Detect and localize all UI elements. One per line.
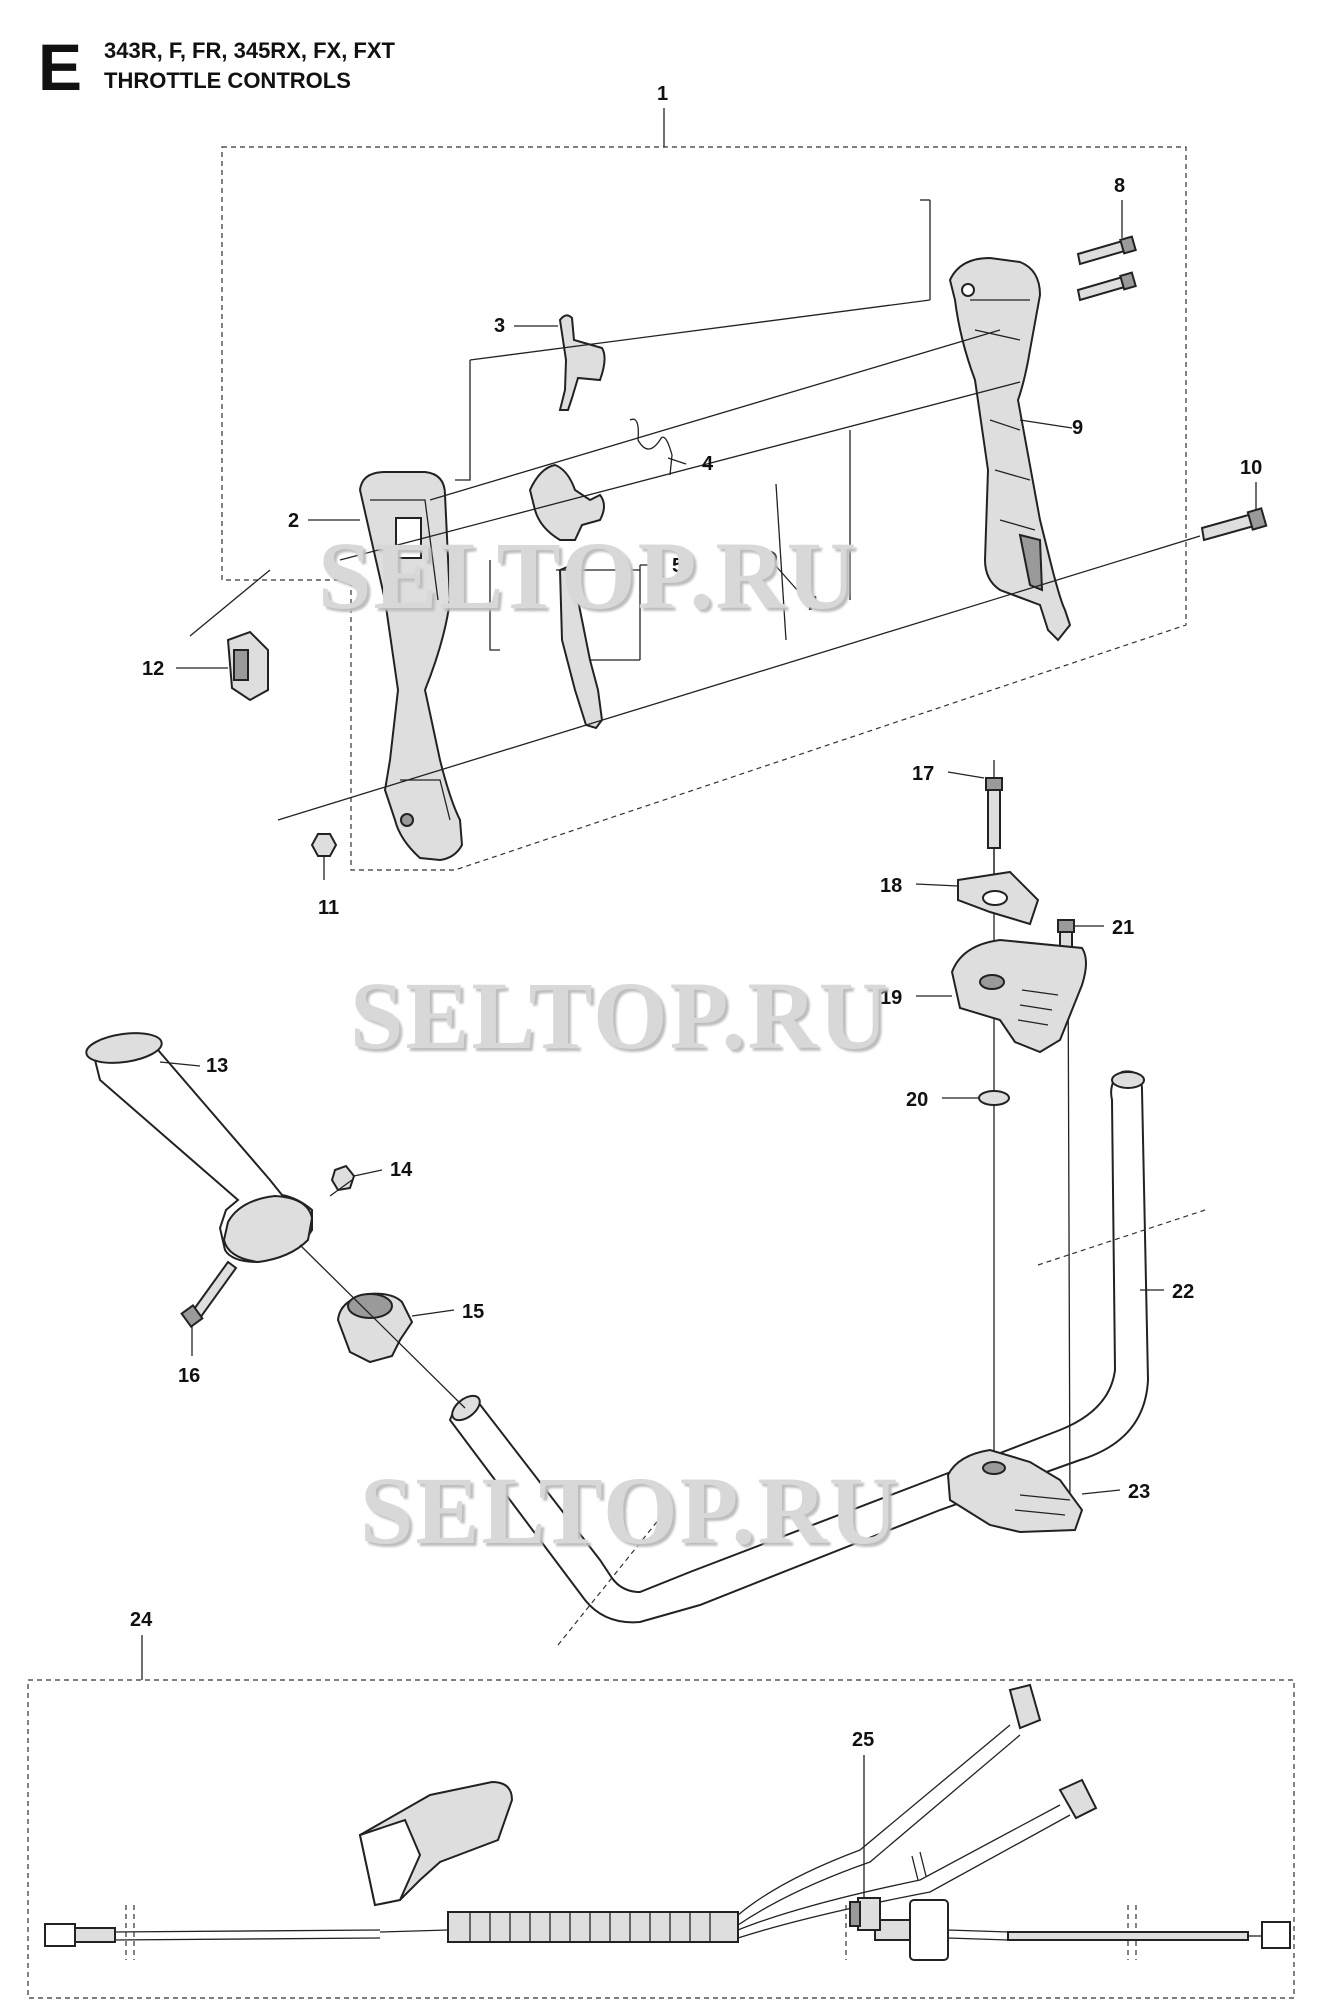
throttle-cable-part-24 (44, 1683, 1291, 1961)
callout-4: 4 (702, 453, 714, 475)
section-letter: E (38, 30, 83, 104)
upper-bracket-part-19 (950, 938, 1087, 1054)
stop-switch-part-12 (226, 630, 269, 702)
screws-part-8 (1076, 235, 1137, 302)
watermark-bottom: SELTOP.RU (360, 1457, 901, 1564)
callout-19: 19 (880, 987, 902, 1009)
washer-part-20 (978, 1090, 1010, 1106)
callout-16: 16 (178, 1365, 200, 1387)
watermark-top: SELTOP.RU (318, 522, 859, 629)
lower-bracket-part-23 (946, 1448, 1084, 1534)
leader-lines (159, 200, 1257, 1898)
callout-12: 12 (142, 658, 164, 680)
callout-9: 9 (1072, 417, 1083, 439)
callout-21: 21 (1112, 917, 1134, 939)
callout-3: 3 (494, 315, 505, 337)
callout-10: 10 (1240, 457, 1262, 479)
watermark-middle: SELTOP.RU (350, 962, 891, 1069)
callout-7: 7 (806, 593, 817, 615)
callout-22: 22 (1172, 1281, 1194, 1303)
handle-left-half (358, 471, 464, 862)
clamp-part-15 (336, 1292, 414, 1364)
callout-14: 14 (390, 1159, 413, 1181)
long-bolt-part-10 (1200, 507, 1268, 542)
callout-15: 15 (462, 1301, 484, 1323)
throttle-trigger (528, 463, 605, 541)
callout-17: 17 (912, 763, 934, 785)
nut-part-11 (310, 833, 338, 857)
callout-2: 2 (288, 510, 299, 532)
adjuster-nut-part-25 (849, 1897, 881, 1931)
handle-right-half (948, 256, 1072, 642)
callout-18: 18 (880, 875, 902, 897)
lever-part-3 (558, 314, 606, 411)
front-grip-part-13 (85, 1032, 314, 1264)
diagram-title: THROTTLE CONTROLS (104, 68, 351, 93)
callout-8: 8 (1114, 175, 1125, 197)
callout-20: 20 (906, 1089, 928, 1111)
nut-part-14 (330, 1164, 356, 1192)
models-line: 343R, F, FR, 345RX, FX, FXT (104, 38, 395, 63)
callout-24: 24 (130, 1609, 153, 1631)
knob-part-18 (957, 870, 1040, 926)
screw-part-16 (180, 1260, 238, 1328)
callout-1: 1 (657, 83, 668, 105)
callout-23: 23 (1128, 1481, 1150, 1503)
cable-stop-part-7 (763, 483, 787, 641)
spring-part-4 (629, 418, 673, 476)
callout-13: 13 (206, 1055, 228, 1077)
assembly-lines-grip (299, 760, 1071, 1511)
group-box-24 (27, 1679, 1295, 1999)
callout-25: 25 (852, 1729, 874, 1751)
assembly-lines-group-1 (189, 199, 1201, 821)
callout-labels: 1 2 3 4 5 7 8 9 10 11 12 13 14 15 16 17 … (130, 83, 1262, 1751)
bolt-part-17 (985, 777, 1003, 849)
callout-11: 11 (318, 897, 339, 919)
callout-5: 5 (672, 555, 683, 577)
